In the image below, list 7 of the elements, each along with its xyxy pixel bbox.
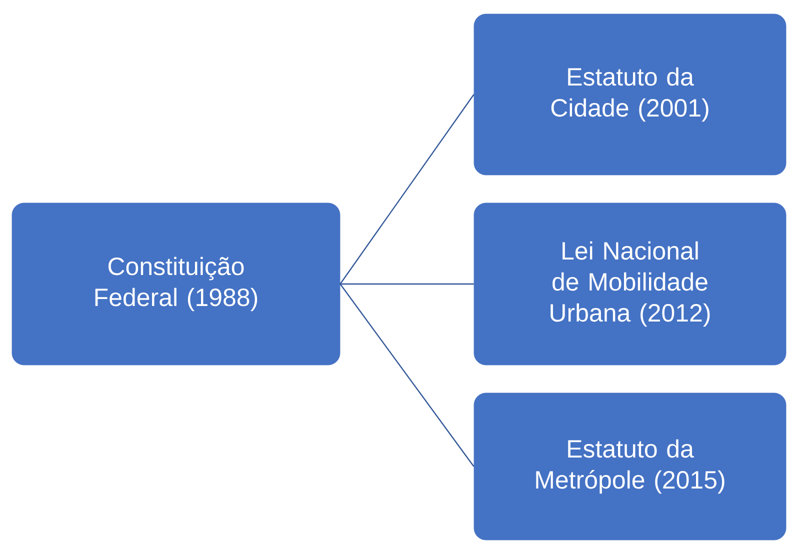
process-box: Estatuto da Metrópole (2015) [474,392,786,540]
process-box: Constituição Federal (1988) [12,202,340,366]
connector-line [340,94,474,284]
process-box: Lei Nacional de Mobilidade Urbana (2012) [474,202,786,366]
connector-line [340,284,474,467]
process-box: Estatuto da Cidade (2001) [474,14,786,176]
connector-line [340,283,474,285]
